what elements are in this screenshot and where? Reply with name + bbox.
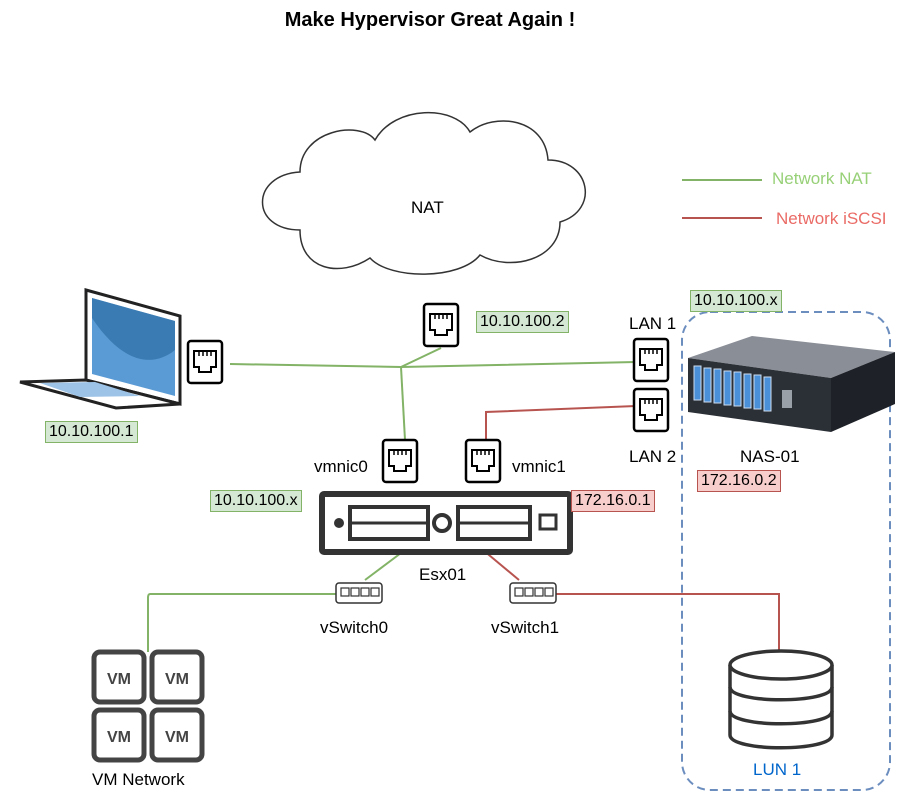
- lun-label: LUN 1: [753, 760, 802, 779]
- vswitch0-label: vSwitch0: [320, 618, 389, 637]
- vm-label: VM: [165, 671, 189, 688]
- cloud-label: NAT: [411, 198, 444, 217]
- vswitch1-icon: [509, 582, 557, 604]
- nas-nat-ip: 10.10.100.x: [690, 290, 782, 312]
- lan1-port-icon: [632, 337, 670, 383]
- nas-group-border: [681, 311, 891, 791]
- nas-server-icon: [688, 336, 895, 432]
- lan2-label: LAN 2: [629, 447, 677, 466]
- esx-host-icon: [319, 491, 573, 555]
- vmnic1-port-icon: [464, 438, 502, 484]
- esx-iscsi-ip: 172.16.0.1: [571, 490, 655, 512]
- esx-label: Esx01: [419, 565, 467, 584]
- diagram-title: Make Hypervisor Great Again !: [284, 9, 576, 31]
- legend-nat-label: Network NAT: [772, 169, 872, 188]
- vmnic0-label: vmnic0: [314, 457, 368, 476]
- vm-label: VM: [165, 729, 189, 746]
- vswitch0-icon: [335, 582, 383, 604]
- lan1-label: LAN 1: [629, 314, 677, 333]
- vm-cluster: VM VM VM VM: [94, 652, 202, 760]
- nat-cloud: [261, 112, 587, 275]
- vm-network-label: VM Network: [92, 770, 185, 789]
- nat-port-icon: [422, 302, 460, 348]
- laptop-icon: [19, 288, 182, 410]
- lan2-port-icon: [632, 387, 670, 433]
- vmnic1-label: vmnic1: [512, 457, 566, 476]
- nat-links: [147, 347, 637, 652]
- laptop-port-icon: [186, 339, 224, 385]
- vm-label: VM: [107, 671, 131, 688]
- laptop-ip: 10.10.100.1: [45, 421, 138, 443]
- esx-nat-ip: 10.10.100.x: [210, 490, 302, 512]
- vm-label: VM: [107, 729, 131, 746]
- nat-gateway-ip: 10.10.100.2: [476, 311, 569, 333]
- vmnic0-port-icon: [381, 438, 419, 484]
- nas-label: NAS-01: [740, 447, 800, 466]
- vswitch1-label: vSwitch1: [491, 618, 560, 637]
- lun-database-icon: [728, 649, 834, 750]
- legend-iscsi-label: Network iSCSI: [776, 209, 887, 228]
- nas-iscsi-ip: 172.16.0.2: [697, 470, 781, 492]
